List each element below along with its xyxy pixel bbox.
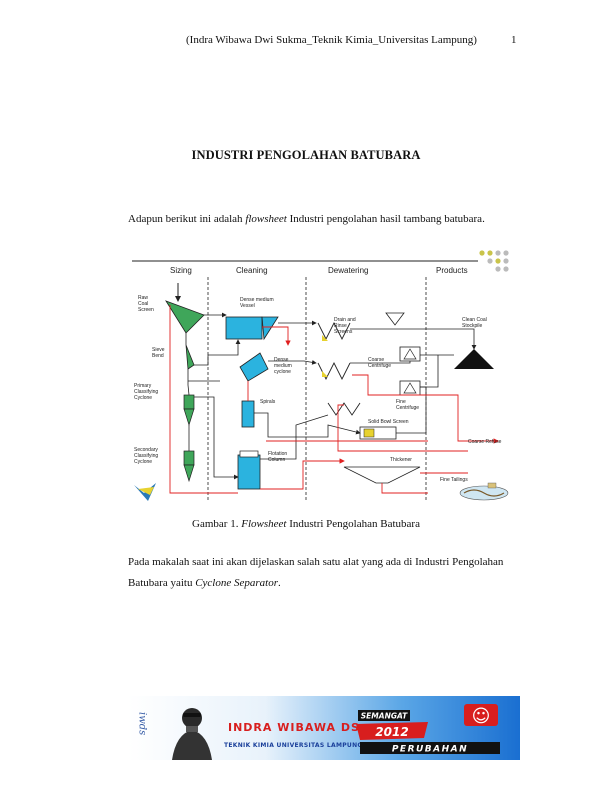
drain-rinse-screen-1 <box>317 321 351 341</box>
label-raw-coal-2: Coal <box>138 301 148 307</box>
sump-triangle <box>385 312 405 326</box>
figure-caption: Gambar 1. Flowsheet Industri Pengolahan … <box>0 518 612 530</box>
caption-prefix: Gambar 1. <box>192 518 242 530</box>
flotation-column-shape <box>237 454 261 490</box>
body-line-2-italic: Cyclone Separator <box>195 577 278 589</box>
smiley-icon: ☺ <box>472 706 491 727</box>
caption-suffix: Industri Pengolahan Batubara <box>286 518 420 530</box>
running-title: (Indra Wibawa Dwi Sukma_Teknik Kimia_Uni… <box>186 34 477 46</box>
footer-banner: iwds INDRA WIBAWA DS TEKNIK KIMIA UNIVER… <box>128 696 520 760</box>
spirals-shape <box>241 400 255 428</box>
semangat-text: SEMANGAT <box>361 712 408 721</box>
label-dm-cyclone-2: medium <box>274 363 292 369</box>
body-line-1: Pada makalah saat ini akan dijelaskan sa… <box>128 556 504 568</box>
sieve-bend-shape <box>185 344 195 370</box>
label-primary-cyclone-3: Cyclone <box>134 395 152 401</box>
perubahan-box <box>360 742 500 754</box>
section-dewatering: Dewatering <box>328 266 368 275</box>
university-logo <box>134 483 156 501</box>
body-line-2-after: . <box>278 577 281 589</box>
label-fine-centrifuge-2: Centrifuge <box>396 405 419 411</box>
label-raw-coal-1: Raw <box>138 295 148 301</box>
label-fine-centrifuge-1: Fine <box>396 399 406 405</box>
dense-medium-cyclone-shape <box>239 352 269 382</box>
intro-text-before: Adapun berikut ini adalah <box>128 213 246 225</box>
section-products: Products <box>436 266 468 275</box>
avatar <box>172 708 212 760</box>
dot-decoration <box>479 250 509 272</box>
label-fine-tailings: Fine Tailings <box>440 477 468 483</box>
perubahan-text: PERUBAHAN <box>392 745 468 755</box>
label-flotation-1: Flotation <box>268 451 287 457</box>
label-dm-cyclone-3: cyclone <box>274 369 291 375</box>
secondary-cyclone-shape <box>183 450 195 466</box>
page-title: INDUSTRI PENGOLAHAN BATUBARA <box>191 148 421 162</box>
dense-medium-vessel-shape <box>225 316 263 340</box>
label-secondary-cyclone-3: Cyclone <box>134 459 152 465</box>
label-flotation-2: Column <box>268 457 285 463</box>
banner-side-letters: iwds <box>137 712 148 735</box>
section-cleaning: Cleaning <box>236 266 268 275</box>
intro-text-after: Industri pengolahan hasil tambang batuba… <box>286 213 485 225</box>
page-number: 1 <box>511 34 517 46</box>
label-secondary-cyclone-2: Classifying <box>134 453 158 459</box>
thickener-shape <box>343 466 421 484</box>
raw-coal-screen-shape <box>165 300 205 334</box>
caption-italic: Flowsheet <box>241 518 287 530</box>
label-spirals: Spirals <box>260 399 276 405</box>
label-drain-rinse-2: Rinse <box>334 323 347 329</box>
label-clean-coal-1: Clean Coal <box>462 317 487 323</box>
label-sieve-bend-1: Sieve <box>152 347 165 353</box>
banner-year: 2012 <box>375 725 408 739</box>
label-drain-rinse-3: Screens <box>334 329 353 335</box>
label-coarse-centrifuge-2: Centrifuge <box>368 363 391 369</box>
body-line-2-before: Batubara yaitu <box>128 577 196 589</box>
flowsheet-figure: Sizing Cleaning Dewatering Products <box>132 250 509 501</box>
label-secondary-cyclone-1: Secondary <box>134 447 158 453</box>
label-dm-vessel-2: Vessel <box>240 303 255 309</box>
label-raw-coal-3: Screen <box>138 307 154 313</box>
banner-name: INDRA WIBAWA DS <box>228 721 360 734</box>
label-thickener: Thickener <box>390 457 412 463</box>
label-solid-bowl: Solid Bowl Screen <box>368 419 409 425</box>
label-coarse-centrifuge-1: Coarse <box>368 357 384 363</box>
label-coarse-refuse: Coarse Refuse <box>468 439 502 445</box>
smiley-box <box>464 704 498 726</box>
label-primary-cyclone-1: Primary <box>134 383 152 389</box>
intro-paragraph: Adapun berikut ini adalah flowsheet Indu… <box>128 213 485 225</box>
label-dm-vessel-1: Dense medium <box>240 297 274 303</box>
primary-cyclone-shape <box>183 394 195 410</box>
section-sizing: Sizing <box>170 266 192 275</box>
banner-subtitle: TEKNIK KIMIA UNIVERSITAS LAMPUNG <box>224 742 363 749</box>
label-primary-cyclone-2: Classifying <box>134 389 158 395</box>
clean-coal-stockpile-shape <box>454 349 494 369</box>
label-dm-cyclone-1: Dense <box>274 357 289 363</box>
semangat-box <box>358 710 410 721</box>
label-drain-rinse-1: Drain and <box>334 317 356 323</box>
intro-text-italic: flowsheet <box>245 213 287 225</box>
label-clean-coal-2: Stockpile <box>462 323 483 329</box>
body-line-2: Batubara yaitu Cyclone Separator. <box>128 577 281 589</box>
tailings-pond-graphic <box>459 482 509 501</box>
label-sieve-bend-2: Bend <box>152 353 164 359</box>
dewater-screen-3 <box>327 402 361 416</box>
year-ribbon <box>356 722 428 740</box>
